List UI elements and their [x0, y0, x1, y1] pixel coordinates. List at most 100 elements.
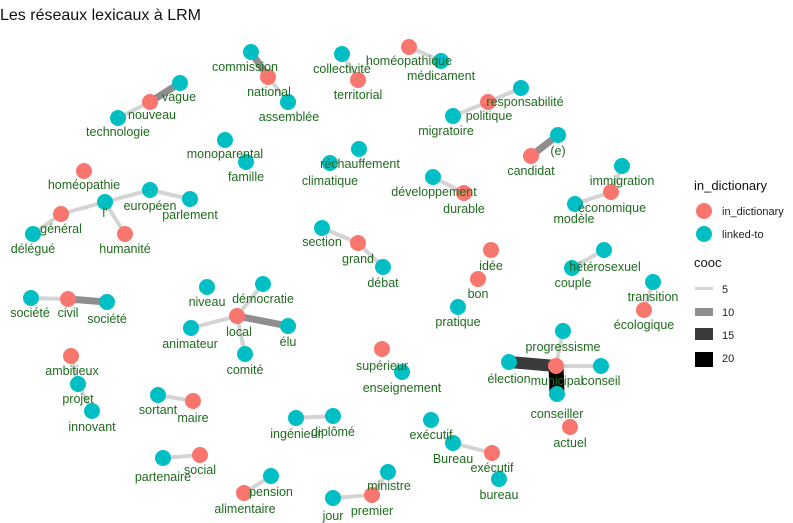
node-label-diplome: diplômé	[311, 425, 355, 439]
node-label-l: l'	[102, 206, 107, 220]
node-label-delegue: délégué	[11, 242, 56, 256]
node-label-debat: débat	[367, 276, 399, 290]
node-candidat	[523, 148, 539, 164]
node-climatique	[322, 155, 338, 171]
node-label-bureau_cap: Bureau	[433, 452, 473, 466]
node-democratie	[255, 276, 271, 292]
node-label-pension: pension	[249, 485, 293, 499]
legend-swatch-cooc-15	[695, 328, 713, 340]
node-label-pratique: pratique	[435, 315, 480, 329]
node-social	[192, 447, 208, 463]
node-label-homeopathique: homéopathique	[366, 54, 452, 68]
node-label-sortant: sortant	[139, 403, 178, 417]
node-elu	[280, 318, 296, 334]
node-label-medicament: médicament	[407, 69, 476, 83]
node-label-politique: politique	[466, 109, 513, 123]
node-societe2	[99, 294, 115, 310]
node-economique	[603, 184, 619, 200]
node-superieur	[374, 341, 390, 357]
node-label-democratie: démocratie	[232, 292, 294, 306]
node-responsabilite	[513, 80, 529, 96]
node-ecologique	[636, 302, 652, 318]
node-label-idee: idée	[479, 259, 503, 273]
node-bureau	[491, 471, 507, 487]
node-label-national: national	[247, 85, 291, 99]
node-label-modele: modèle	[554, 212, 595, 226]
node-label-executif1: exécutif	[409, 428, 453, 442]
node-election	[501, 354, 517, 370]
node-label-territorial: territorial	[334, 88, 383, 102]
node-label-nouveau: nouveau	[128, 108, 176, 122]
node-label-jour: jour	[322, 509, 344, 523]
node-modele	[567, 196, 583, 212]
node-grand	[350, 235, 366, 251]
node-diplome	[325, 408, 341, 424]
legend-swatch-in-dictionary	[696, 203, 712, 219]
node-label-general: général	[40, 222, 82, 236]
node-comite	[237, 346, 253, 362]
node-executif1	[423, 412, 439, 428]
node-progressisme	[555, 323, 571, 339]
node-rechauffement	[351, 141, 367, 157]
node-label-superieur: supérieur	[356, 359, 408, 373]
node-label-climatique: climatique	[302, 174, 358, 188]
node-parlement	[182, 191, 198, 207]
node-animateur	[183, 320, 199, 336]
node-label-grand: grand	[342, 252, 374, 266]
node-niveau	[199, 279, 215, 295]
node-label-ecologique: écologique	[614, 318, 675, 332]
node-label-ambitieux: ambitieux	[45, 364, 99, 378]
node-label-conseiller: conseiller	[531, 407, 584, 421]
node-label-societe2: société	[87, 312, 127, 326]
node-label-monoparental: monoparental	[187, 147, 263, 161]
node-executif2	[484, 445, 500, 461]
node-label-europeen: européen	[124, 199, 177, 213]
node-general	[53, 206, 69, 222]
node-politique	[480, 94, 496, 110]
node-pension	[263, 468, 279, 484]
node-label-maire: maire	[177, 411, 208, 425]
node-label-alimentaire: alimentaire	[214, 502, 275, 516]
node-label-couple: couple	[555, 276, 592, 290]
node-heterosexuel	[596, 242, 612, 258]
node-conseiller	[549, 386, 565, 402]
node-innovant	[84, 403, 100, 419]
node-projet	[70, 376, 86, 392]
node-label-section: section	[302, 235, 342, 249]
node-assemblee	[280, 94, 296, 110]
node-label-elu: élu	[280, 335, 297, 349]
node-collectivite	[334, 46, 350, 62]
legend-swatch-cooc-20	[695, 352, 713, 367]
node-label-actuel: actuel	[553, 436, 586, 450]
node-label-migratoire: migratoire	[418, 124, 474, 138]
node-migratoire	[445, 108, 461, 124]
node-jour	[325, 490, 341, 506]
node-label-e: (e)	[550, 144, 565, 158]
node-label-comite: comité	[227, 363, 264, 377]
node-label-innovant: innovant	[68, 420, 116, 434]
nodes-layer	[23, 39, 661, 506]
node-label-homeopathie: homéopathie	[48, 178, 120, 192]
node-label-collectivite: collectivité	[313, 62, 371, 76]
node-label-technologie: technologie	[86, 125, 150, 139]
edge-local-elu	[236, 312, 289, 330]
node-label-projet: projet	[62, 392, 94, 406]
node-premier	[364, 487, 380, 503]
node-famille	[238, 154, 254, 170]
legend-label-cooc-10: 10	[722, 307, 734, 319]
node-label-parlement: parlement	[162, 208, 218, 222]
node-label-economique: économique	[578, 201, 646, 215]
node-maire	[185, 393, 201, 409]
node-bon	[470, 271, 486, 287]
legend: in_dictionary in_dictionary linked-to co…	[694, 178, 784, 367]
node-immigration	[614, 158, 630, 174]
legend-label-linked-to: linked-to	[722, 229, 764, 241]
legend-label-cooc-15: 15	[722, 330, 734, 342]
node-transition	[645, 274, 661, 290]
node-nouveau	[142, 94, 158, 110]
node-label-civil: civil	[58, 306, 79, 320]
node-label-immigration: immigration	[590, 174, 655, 188]
node-sortant	[150, 387, 166, 403]
node-debat	[375, 259, 391, 275]
node-label-election: élection	[487, 372, 530, 386]
